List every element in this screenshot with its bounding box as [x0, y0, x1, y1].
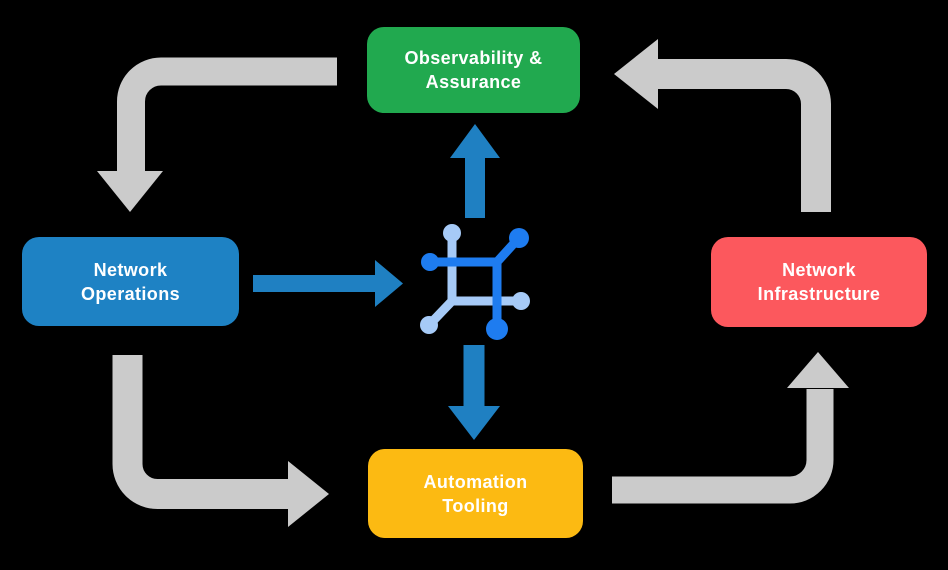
blue-arrowhead-up [450, 124, 500, 158]
blue-arrowhead-right [375, 260, 403, 307]
gray-arrowhead-left [614, 39, 658, 109]
mesh-node-top-right-dark [509, 228, 529, 248]
node-label-line1: Network [782, 260, 856, 280]
mesh-node-top-light [443, 224, 461, 242]
gray-arrow-observability-to-operations [117, 57, 337, 172]
blue-flow-arrows [253, 124, 500, 440]
gray-arrow-infrastructure-to-observability [657, 59, 831, 212]
node-label-line2: Assurance [425, 72, 522, 92]
node-label-line1: Automation [423, 471, 528, 492]
node-label-line1: Observability & [404, 48, 543, 68]
node-label-line1: Network [93, 259, 168, 280]
gray-arrowhead-up [787, 352, 849, 388]
blue-arrowhead-down [448, 406, 500, 440]
node-label-line2: Operations [80, 283, 181, 304]
gray-cycle-arrows [97, 39, 849, 527]
node-network-infrastructure: Network Infrastructure [711, 237, 927, 327]
gray-arrow-automation-to-infrastructure [612, 389, 834, 504]
gray-arrow-operations-to-automation [112, 355, 289, 509]
gray-arrowhead-down [97, 171, 163, 212]
node-label-line2: Infrastructure [757, 284, 881, 304]
node-observability-assurance: Observability & Assurance [367, 27, 580, 113]
node-automation-tooling: Automation Tooling [368, 449, 583, 538]
gray-arrowhead-right [288, 461, 329, 527]
network-mesh-icon [420, 224, 530, 340]
mesh-node-left-dark [421, 253, 439, 271]
node-label-line2: Tooling [442, 495, 509, 516]
node-network-operations: Network Operations [22, 237, 239, 326]
mesh-node-right-light [512, 292, 530, 310]
mesh-node-bottom-dark [486, 318, 508, 340]
mesh-node-bottom-left-light [420, 316, 438, 334]
